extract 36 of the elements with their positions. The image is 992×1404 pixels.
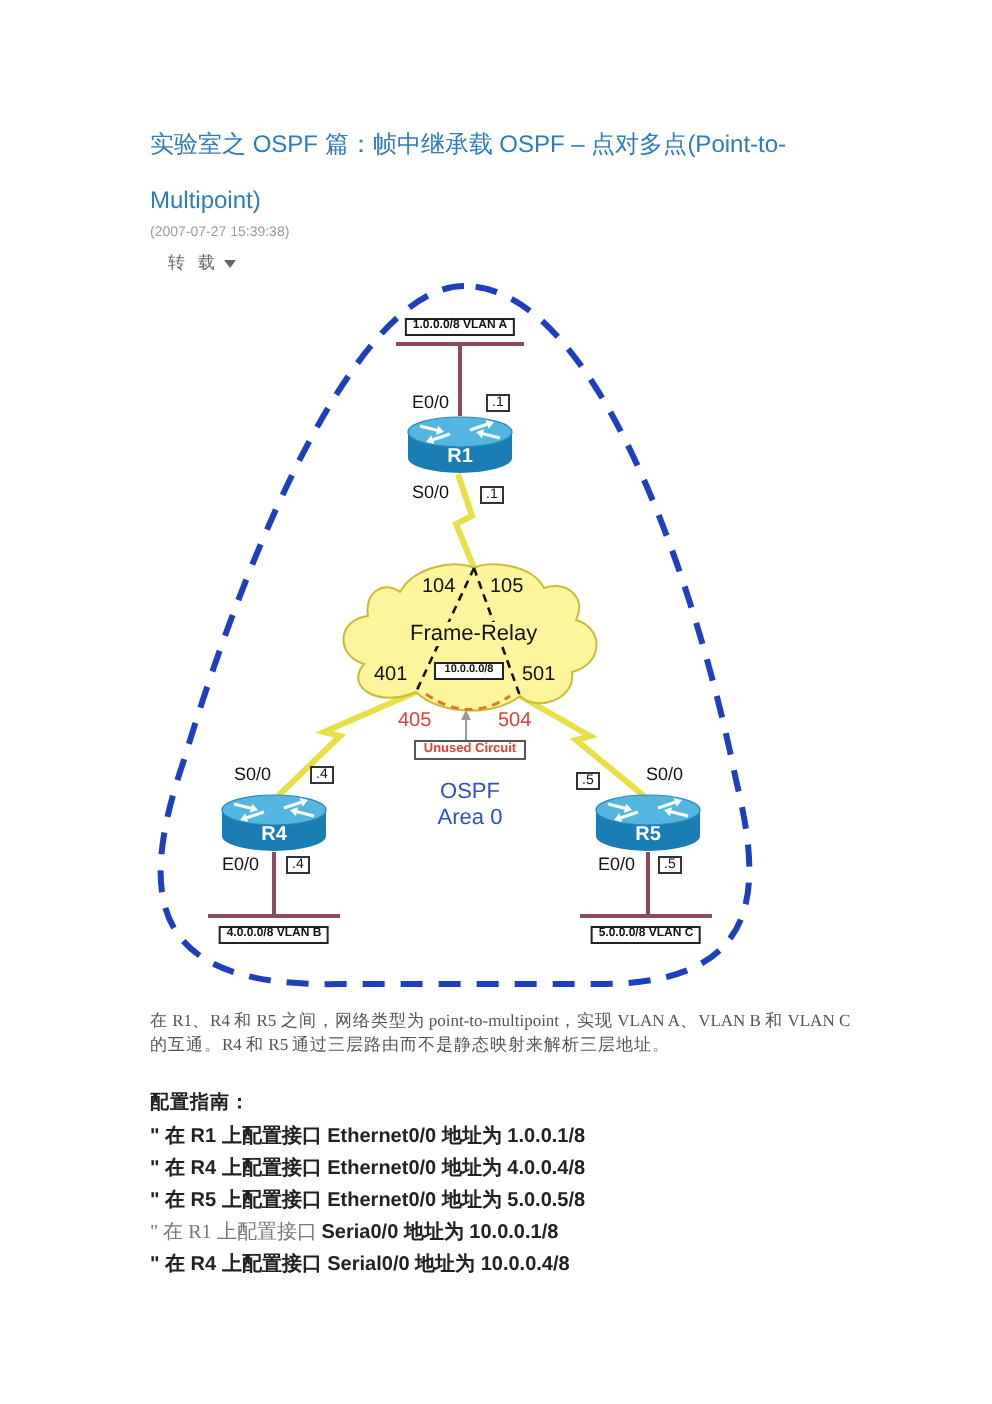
router-label: R5 — [633, 824, 663, 846]
interface-label: E0/0 — [412, 394, 450, 412]
ethernet-link — [646, 852, 650, 914]
instruction-item: " 在 R1 上配置接口 Seria0/0 地址为 10.0.0.1/8 — [150, 1219, 559, 1246]
instruction-item: " 在 R5 上配置接口 Ethernet0/0 地址为 5.0.0.5/8 — [150, 1187, 586, 1214]
serial-link — [518, 693, 646, 799]
description-paragraph: 在 R1、R4 和 R5 之间，网络类型为 point-to-multipoint，实现 VLAN A、VLAN B 和 VLAN C 的互通。R4 和 R5 通过三层路由而不是静态映射来解析三层地址。 — [150, 1010, 853, 1056]
section-heading: 配置指南： — [150, 1090, 250, 1116]
interface-label: S0/0 — [234, 766, 272, 784]
lan-segment — [208, 914, 340, 946]
router-label: R4 — [259, 824, 289, 846]
instruction-item: " 在 R1 上配置接口 Ethernet0/0 地址为 1.0.0.1/8 — [150, 1123, 586, 1150]
lan-segment — [580, 914, 712, 946]
dlci-label: 104 — [422, 578, 456, 598]
router-label: R1 — [445, 446, 475, 468]
interface-label: S0/0 — [412, 484, 450, 502]
lan-segment — [396, 318, 524, 346]
dlci-label: 501 — [522, 666, 556, 686]
dlci-label: 105 — [490, 578, 524, 598]
ethernet-link — [458, 346, 462, 416]
cloud-label: Frame-Relay — [410, 622, 538, 646]
dlci-label: 405 — [398, 712, 432, 732]
leader-arrow — [461, 709, 471, 741]
ethernet-link — [272, 852, 276, 914]
area-label: OSPF Area 0 — [435, 780, 505, 832]
serial-link — [275, 689, 418, 799]
dlci-label: 504 — [498, 712, 532, 732]
instruction-item: " 在 R4 上配置接口 Serial0/0 地址为 10.0.0.4/8 — [150, 1251, 570, 1278]
interface-label: E0/0 — [598, 856, 636, 874]
repost-label: 转载 — [168, 252, 228, 276]
serial-link — [452, 473, 477, 570]
instruction-item: " 在 R4 上配置接口 Ethernet0/0 地址为 4.0.0.4/8 — [150, 1155, 586, 1182]
dlci-label: 401 — [374, 666, 408, 686]
interface-label: E0/0 — [222, 856, 260, 874]
article-title: 实验室之 OSPF 篇：帧中继承载 OSPF – 点对多点(Point-to-Multipoint) — [150, 128, 789, 218]
interface-label: S0/0 — [646, 766, 684, 784]
